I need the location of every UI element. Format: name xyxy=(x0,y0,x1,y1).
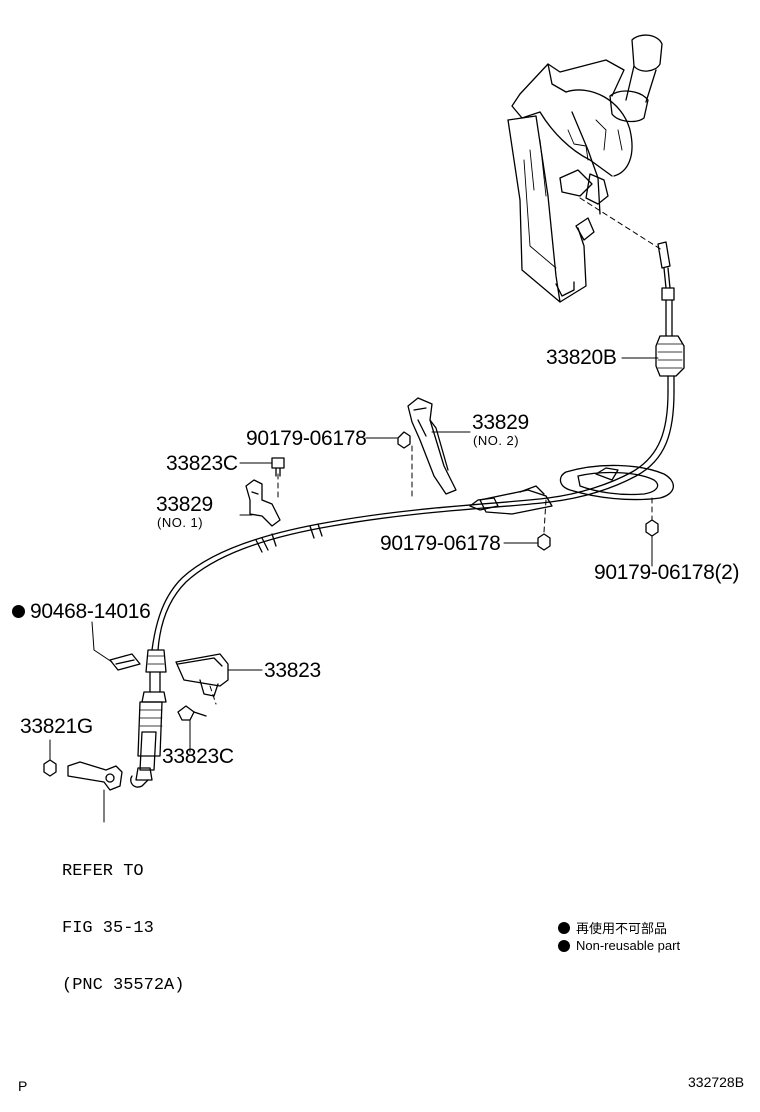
legend-en: Non-reusable part xyxy=(558,938,680,953)
reference-line-2: FIG 35-13 xyxy=(62,919,154,939)
label-33821G: 33821G xyxy=(20,715,93,738)
shift-cable xyxy=(151,391,675,651)
label-90468-14016-text: 90468-14016 xyxy=(30,600,151,623)
bracket-33829-no1 xyxy=(245,479,281,527)
label-90179-mid: 90179-06178 xyxy=(380,532,501,555)
nut-90179-right xyxy=(645,519,659,537)
reference-line-3: (PNC 35572A) xyxy=(62,976,185,996)
label-90179-right: 90179-06178(2) xyxy=(594,561,740,584)
label-33823C-bottom: 33823C xyxy=(162,745,234,768)
illustration-number: 332728B xyxy=(688,1074,745,1090)
bolt-33823C-bottom xyxy=(177,705,207,721)
nut-90179-top xyxy=(397,431,411,449)
legend-dot-icon xyxy=(558,921,570,934)
cable-holder-plate xyxy=(479,485,553,515)
label-33823: 33823 xyxy=(264,659,321,682)
corner-left-mark: P xyxy=(18,1078,28,1094)
label-33820B: 33820B xyxy=(546,346,617,369)
shift-lever-assembly xyxy=(507,34,663,303)
reference-note: REFER TO FIG 35-13 (PNC 35572A) xyxy=(62,824,184,1014)
bolt-33823C-top xyxy=(271,457,285,477)
label-33829-no1-sub: (NO. 1) xyxy=(157,515,204,530)
nut-90179-mid xyxy=(537,533,551,551)
legend-dot-icon xyxy=(558,939,570,952)
label-33829-no2: 33829 xyxy=(472,411,529,434)
cable-upper-end xyxy=(655,241,685,393)
alignment-lines xyxy=(209,197,663,705)
bracket-33829-no2 xyxy=(407,397,457,495)
leader-lines xyxy=(49,357,659,823)
legend-jp: 再使用不可部品 xyxy=(558,918,667,937)
legend-en-text: Non-reusable part xyxy=(576,938,681,953)
reference-line-1: REFER TO xyxy=(62,862,144,882)
label-90468-14016: 90468-14016 xyxy=(12,601,151,622)
label-33829-no1: 33829 xyxy=(156,493,213,516)
legend-jp-text: 再使用不可部品 xyxy=(576,921,668,936)
transmission-shift-lever xyxy=(67,761,123,791)
cable-lower-end xyxy=(130,649,167,788)
label-33823C-top: 33823C xyxy=(166,452,238,475)
label-33829-no2-sub: (NO. 2) xyxy=(473,433,520,448)
cable-floor-plate xyxy=(559,464,674,501)
clip-90468 xyxy=(109,653,141,671)
bracket-33823 xyxy=(175,653,229,697)
nut-33821G xyxy=(43,759,57,777)
label-90179-top: 90179-06178 xyxy=(246,427,367,450)
non-reusable-dot-icon xyxy=(12,605,25,618)
